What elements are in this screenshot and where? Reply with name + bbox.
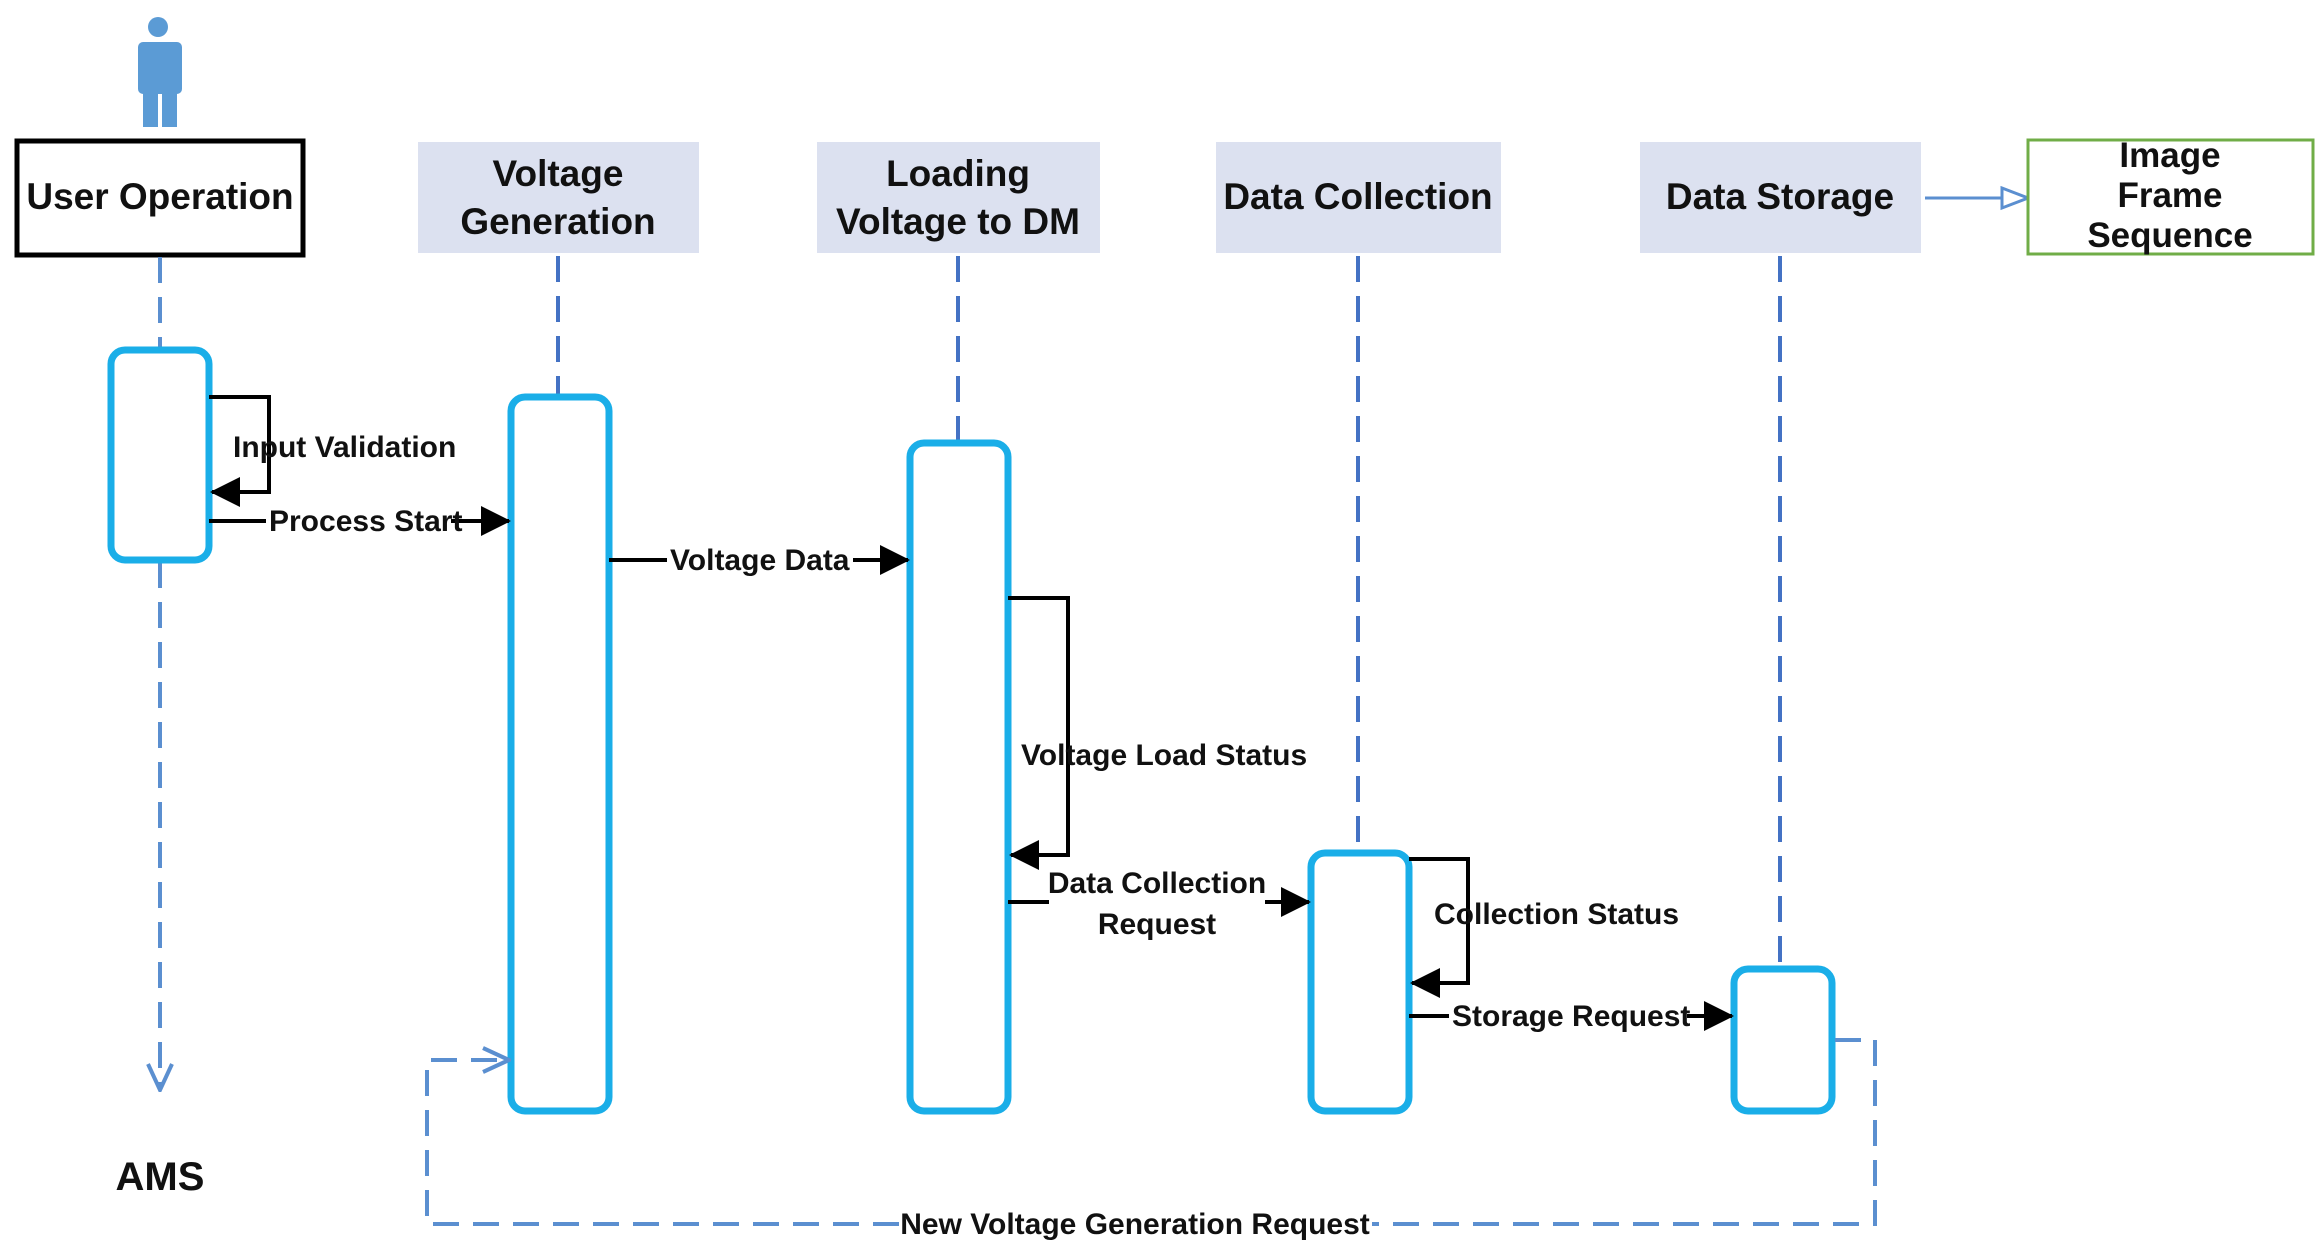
message-label-storage-request: Storage Request — [1452, 1000, 1690, 1033]
message-new-voltage-generation-request-arrow — [425, 1038, 1877, 1226]
external-image-frame-sequence: Image Frame Sequence — [2026, 136, 2315, 256]
message-label-input-validation: Input Validation — [233, 431, 456, 464]
message-label-voltage-load-status: Voltage Load Status — [1021, 739, 1307, 772]
participant-label: Data Collection — [1223, 176, 1492, 217]
participant-user-operation: User Operation — [14, 138, 306, 258]
activation-data-storage — [1730, 965, 1836, 1115]
external-label: Image — [2119, 136, 2220, 175]
message-input-validation-arrow — [209, 395, 271, 507]
participant-label: Voltage — [493, 153, 624, 194]
participant-label: Loading — [886, 153, 1030, 194]
message-label-voltage-data: Voltage Data — [670, 544, 850, 577]
message-voltage-load-status-arrow — [1008, 596, 1070, 870]
participant-data-collection: Data Collection — [1216, 142, 1501, 253]
participant-label: Generation — [460, 201, 655, 242]
activation-bars — [107, 346, 1836, 1115]
activation-voltage-generation — [507, 393, 613, 1115]
message-label-data-collection-request: Data Collection — [1048, 867, 1266, 900]
participant-data-storage: Data Storage — [1640, 142, 1921, 253]
message-label-process-start: Process Start — [269, 505, 462, 538]
external-label: Sequence — [2087, 216, 2252, 255]
lifelines — [160, 256, 1782, 1090]
participant-label: Voltage to DM — [836, 201, 1080, 242]
label-knockouts — [266, 505, 1687, 1241]
participant-label: Data Storage — [1666, 176, 1894, 217]
message-label-new-voltage-generation-request: New Voltage Generation Request — [900, 1208, 1370, 1241]
participant-voltage-generation: Voltage Generation — [418, 142, 699, 253]
activation-user — [107, 346, 213, 564]
message-collection-status-arrow — [1409, 857, 1470, 998]
activation-data-collection — [1307, 849, 1413, 1115]
message-label-data-collection-request: Request — [1098, 908, 1216, 941]
participant-label: User Operation — [26, 176, 293, 217]
actor-person-icon — [138, 17, 182, 127]
external-label: Frame — [2117, 176, 2222, 215]
actor-label-ams: AMS — [116, 1155, 205, 1199]
activation-loading-voltage — [906, 439, 1012, 1115]
message-label-collection-status: Collection Status — [1434, 898, 1679, 931]
participant-loading-voltage-to-dm: Loading Voltage to DM — [817, 142, 1100, 253]
